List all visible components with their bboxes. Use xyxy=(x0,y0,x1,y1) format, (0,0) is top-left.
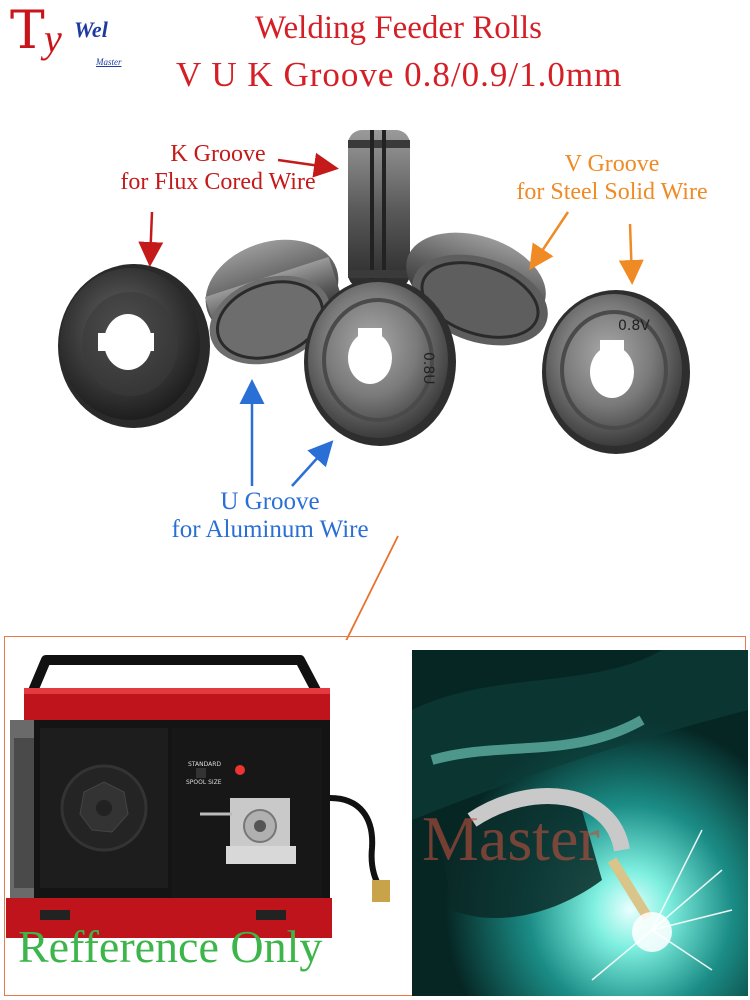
product-subtitle: V U K Groove 0.8/0.9/1.0mm xyxy=(176,55,623,94)
roll-k-face xyxy=(58,264,210,428)
welding-action-photo: Master xyxy=(412,650,748,996)
label-k-groove: K Groove for Flux Cored Wire xyxy=(98,140,338,196)
reference-only-label: Refference Only xyxy=(18,921,323,972)
arrow-u-right xyxy=(291,440,334,487)
label-u-groove: U Groove for Aluminum Wire xyxy=(140,488,400,544)
pointer-line xyxy=(345,535,399,640)
arrow-k-top xyxy=(277,152,339,178)
product-title: Welding Feeder Rolls xyxy=(255,10,542,46)
label-k-desc: for Flux Cored Wire xyxy=(120,169,316,195)
logo-letter-y: y xyxy=(44,16,62,61)
roll-side-right xyxy=(406,232,548,346)
logo-subtitle: Master xyxy=(96,57,122,67)
rolls-illustration: 0.8U 0.8V xyxy=(58,130,690,640)
roll-side-left xyxy=(204,239,346,365)
roll-u-face: 0.8U xyxy=(304,278,456,446)
panel-standard: STANDARD xyxy=(188,761,221,768)
arrow-v-left xyxy=(529,211,570,271)
arrow-k-left xyxy=(138,211,164,267)
logo-letter-t: T xyxy=(10,1,45,61)
label-v-desc: for Steel Solid Wire xyxy=(516,179,708,205)
watermark-master: Master xyxy=(422,803,600,874)
arrow-v-right xyxy=(618,223,644,285)
label-k-title: K Groove xyxy=(170,141,266,167)
label-u-title: U Groove xyxy=(220,488,320,515)
roll-v-face: 0.8V xyxy=(542,290,690,454)
roll-u-mark: 0.8U xyxy=(420,352,436,385)
welder-machine-photo: STANDARD SPOOL SIZE xyxy=(6,655,390,938)
logo-wel: Wel xyxy=(74,17,108,42)
label-u-desc: for Aluminum Wire xyxy=(171,516,369,543)
roll-upright-top xyxy=(348,130,410,288)
label-v-groove: V Groove for Steel Solid Wire xyxy=(492,150,732,206)
panel-spool-size: SPOOL SIZE xyxy=(186,779,222,786)
roll-v-mark: 0.8V xyxy=(618,318,650,334)
brand-logo: T y Wel Master xyxy=(10,5,160,80)
label-v-title: V Groove xyxy=(564,151,660,177)
